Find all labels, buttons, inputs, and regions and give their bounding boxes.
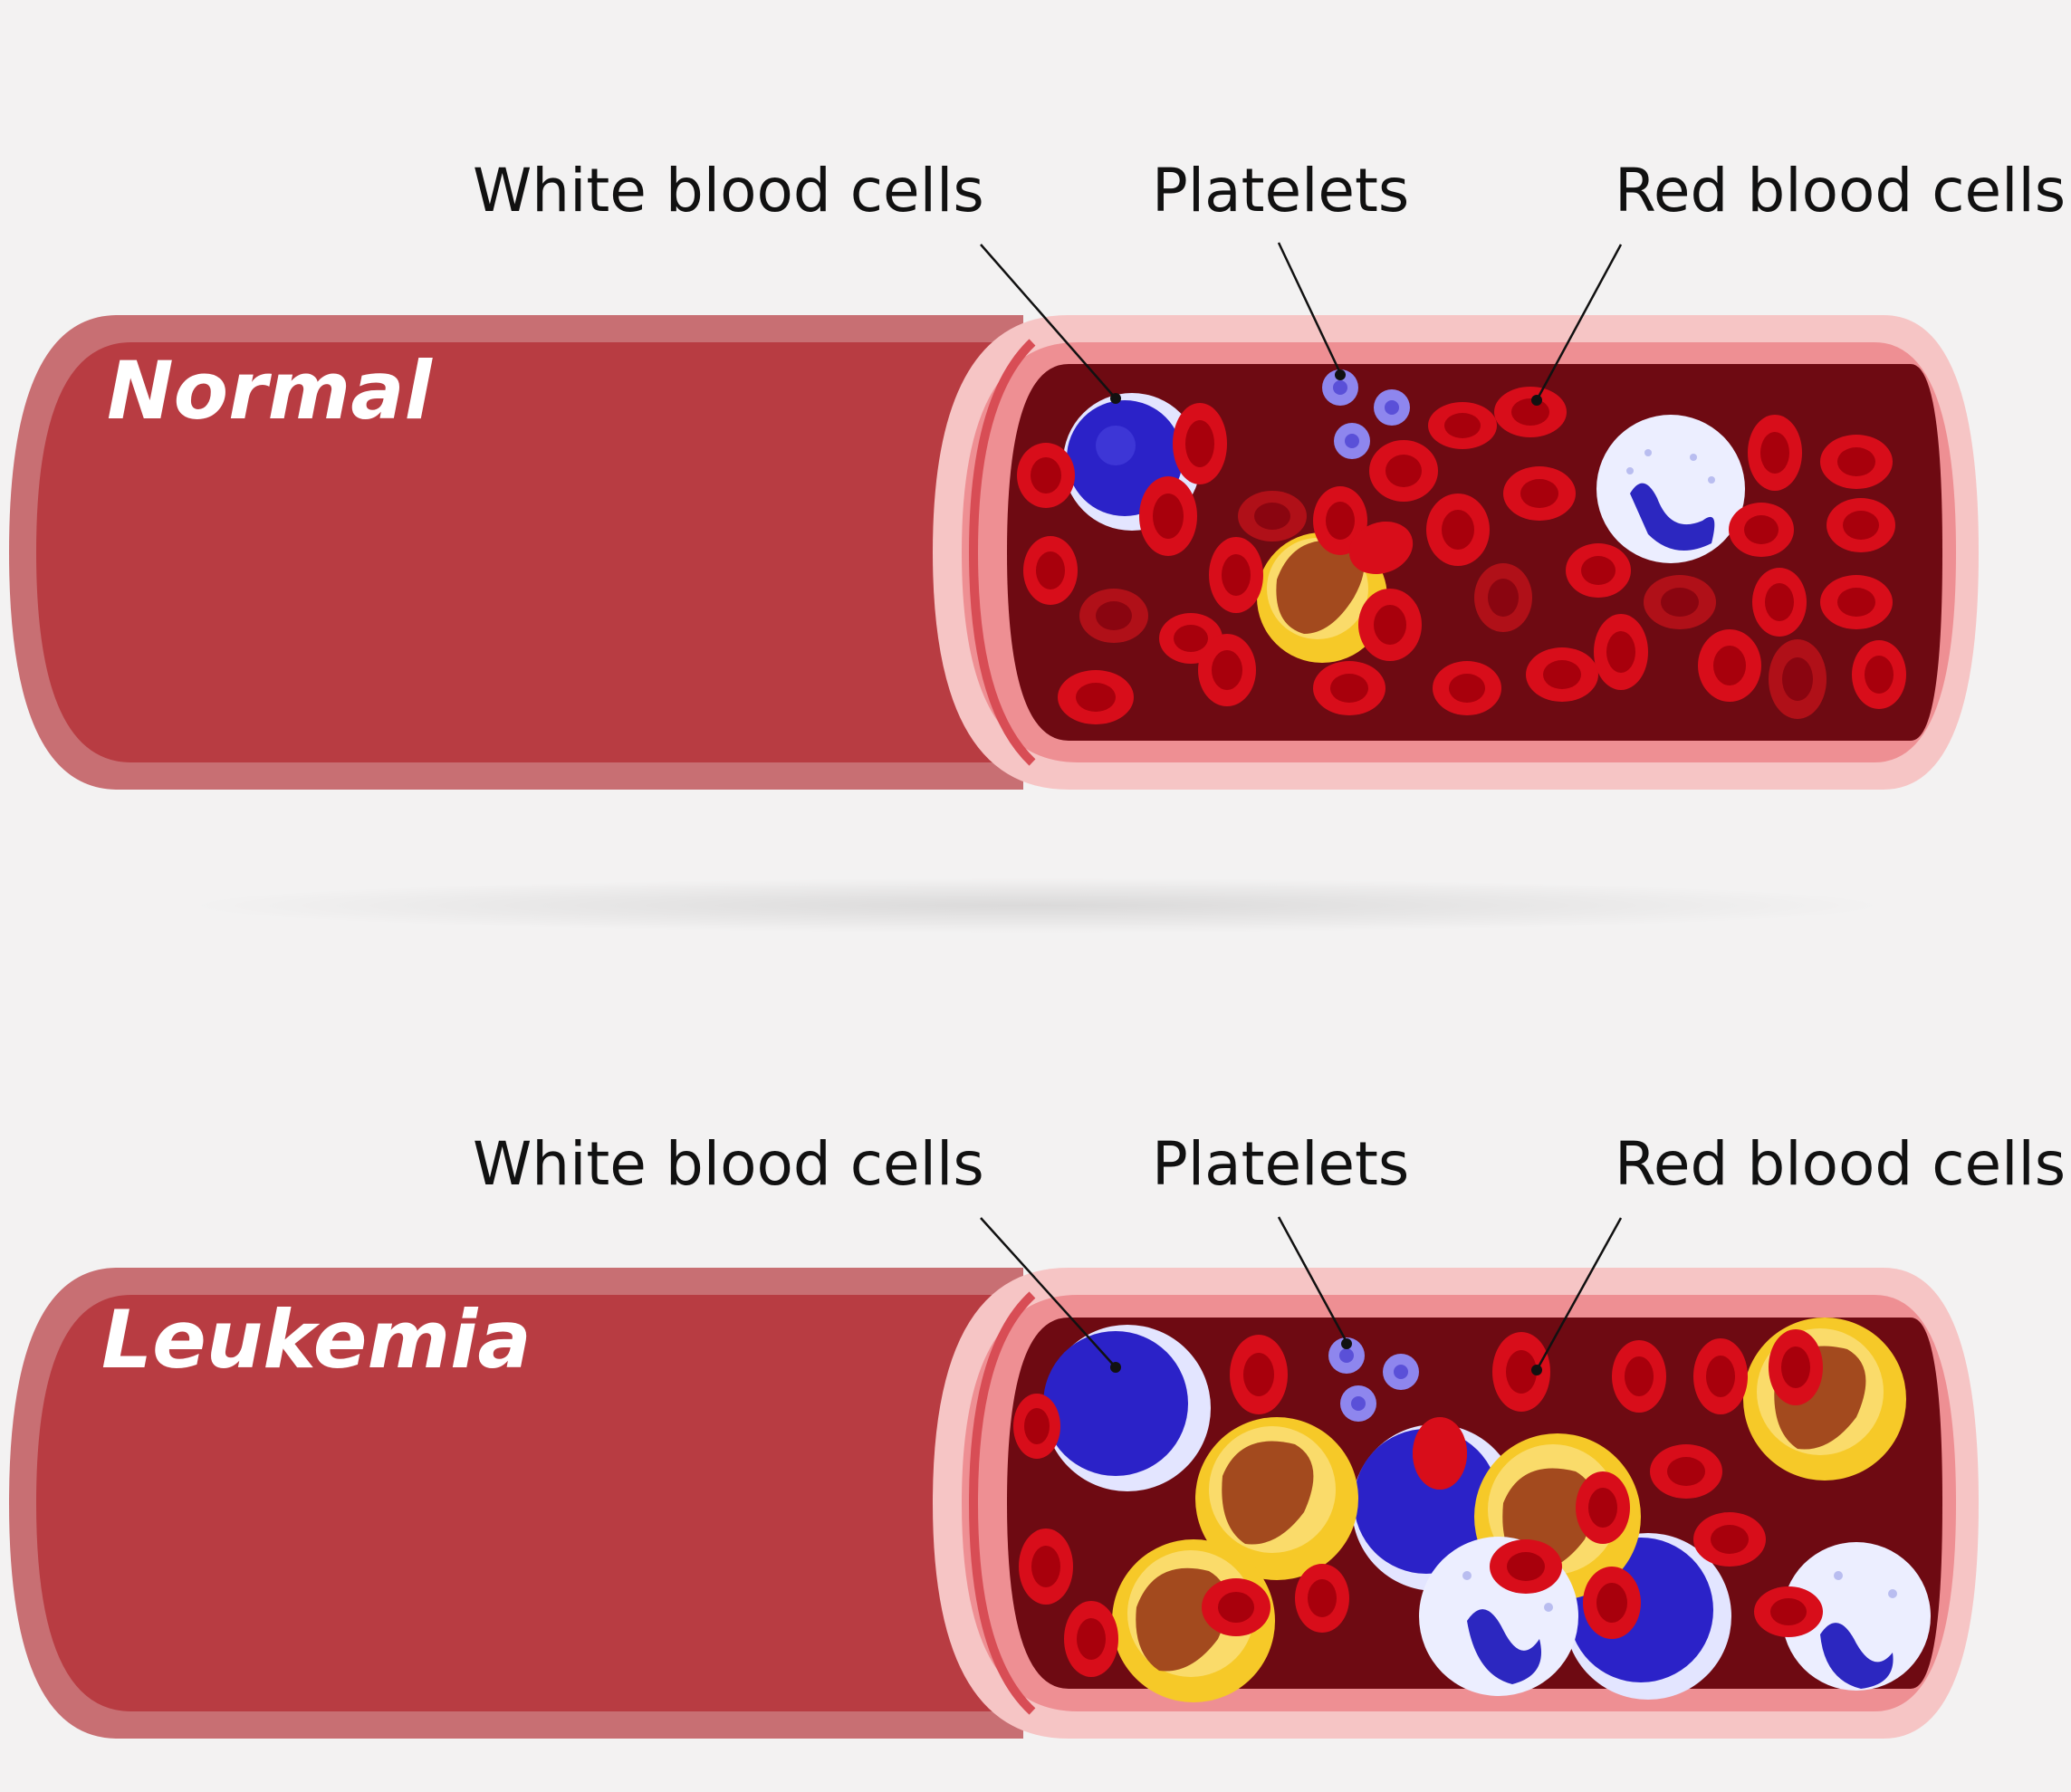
red-blood-cell (1433, 661, 1501, 715)
leukemia-leader-lines (980, 1216, 1623, 1371)
platelet (1334, 423, 1370, 459)
red-blood-cell (1230, 1335, 1288, 1414)
red-blood-cell (1023, 536, 1078, 605)
red-blood-cell (1566, 543, 1631, 598)
leukemia-title: Leukemia (101, 1293, 532, 1386)
red-blood-cell (1576, 1471, 1630, 1544)
red-blood-cell (1238, 491, 1307, 541)
leukemia-platelets-label: Platelets (1152, 1129, 1410, 1199)
platelet (1340, 1385, 1376, 1422)
red-blood-cell (1594, 614, 1648, 690)
red-blood-cell (1612, 1340, 1666, 1413)
platelet (1328, 1337, 1365, 1374)
leukemia-panel: Leukemia White blood cells Platelets Red… (0, 969, 2071, 1792)
leukemia-wbc-label: White blood cells (473, 1129, 984, 1199)
leukemia-leader-dots (1110, 1338, 1542, 1375)
red-blood-cell (1064, 1601, 1118, 1677)
red-blood-cell (1827, 498, 1895, 552)
normal-cells (1017, 369, 1906, 724)
red-blood-cell (1526, 647, 1598, 702)
platelet (1322, 369, 1358, 406)
red-blood-cell (1295, 1564, 1349, 1633)
red-blood-cell (1019, 1528, 1073, 1605)
wbc-leader-line (980, 244, 1117, 399)
normal-wbc-label: White blood cells (473, 156, 984, 225)
red-blood-cell (1017, 443, 1075, 508)
red-blood-cell (1369, 440, 1438, 502)
vessel-body (36, 1295, 1023, 1711)
red-blood-cell (1769, 639, 1827, 719)
red-blood-cell (1644, 575, 1716, 629)
leukemia-rbc-label: Red blood cells (1615, 1129, 2066, 1199)
vessel-shadow (199, 878, 1874, 933)
red-blood-cell (1173, 403, 1227, 484)
platelet (1383, 1354, 1419, 1390)
white-blood-cell (1195, 1417, 1358, 1580)
normal-leader-lines (980, 242, 1623, 401)
red-blood-cell (1413, 1417, 1467, 1490)
red-blood-cell (1503, 466, 1576, 521)
red-blood-cell (1754, 1586, 1823, 1637)
red-blood-cell (1013, 1394, 1060, 1459)
red-blood-cell (1490, 1539, 1562, 1594)
vessel-cut-edge (968, 1291, 1036, 1715)
red-blood-cell (1313, 486, 1367, 555)
normal-title: Normal (107, 344, 432, 437)
red-blood-cell (1752, 568, 1807, 637)
red-blood-cell (1583, 1567, 1641, 1639)
normal-vessel-illustration (9, 242, 1979, 790)
red-blood-cell (1313, 661, 1385, 715)
red-blood-cell (1474, 563, 1532, 632)
vessel-body (36, 342, 1023, 762)
normal-rbc-label: Red blood cells (1615, 156, 2066, 225)
red-blood-cell (1139, 476, 1197, 556)
red-blood-cell (1748, 415, 1802, 491)
red-blood-cell (1494, 387, 1567, 437)
red-blood-cell (1202, 1578, 1270, 1636)
red-blood-cell (1650, 1444, 1722, 1499)
wbc-leader-line (980, 1217, 1117, 1368)
normal-panel: Normal White blood cells Platelets Red b… (0, 0, 2071, 869)
red-blood-cell (1428, 402, 1497, 449)
red-blood-cell (1698, 629, 1761, 702)
red-blood-cell (1492, 1332, 1550, 1412)
red-blood-cell (1693, 1338, 1748, 1414)
leukemia-vessel-illustration (9, 1216, 1979, 1739)
platelets-leader-line (1277, 242, 1342, 374)
red-blood-cell (1820, 575, 1893, 629)
rbc-leader-line (1535, 244, 1623, 401)
red-blood-cell (1852, 640, 1906, 709)
red-blood-cell (1209, 537, 1263, 613)
red-blood-cell (1426, 494, 1490, 566)
red-blood-cell (1729, 503, 1794, 557)
red-blood-cell (1079, 589, 1148, 643)
red-blood-cell (1198, 634, 1256, 706)
red-blood-cell (1769, 1329, 1823, 1405)
normal-leader-dots (1110, 369, 1542, 406)
red-blood-cell (1348, 521, 1414, 575)
white-blood-cell (1596, 415, 1745, 563)
red-blood-cell (1693, 1512, 1766, 1567)
white-blood-cell (1043, 1325, 1211, 1491)
red-blood-cell (1058, 670, 1134, 724)
red-blood-cell (1358, 589, 1422, 661)
rbc-leader-line (1535, 1217, 1623, 1371)
leukemia-cells (1013, 1318, 1931, 1702)
normal-platelets-label: Platelets (1152, 156, 1410, 225)
vessel-cut-edge (968, 339, 1036, 766)
red-blood-cell (1820, 435, 1893, 489)
platelets-leader-line (1277, 1216, 1348, 1343)
white-blood-cell (1782, 1542, 1931, 1691)
white-blood-cell (1743, 1318, 1906, 1481)
platelet (1374, 389, 1410, 426)
